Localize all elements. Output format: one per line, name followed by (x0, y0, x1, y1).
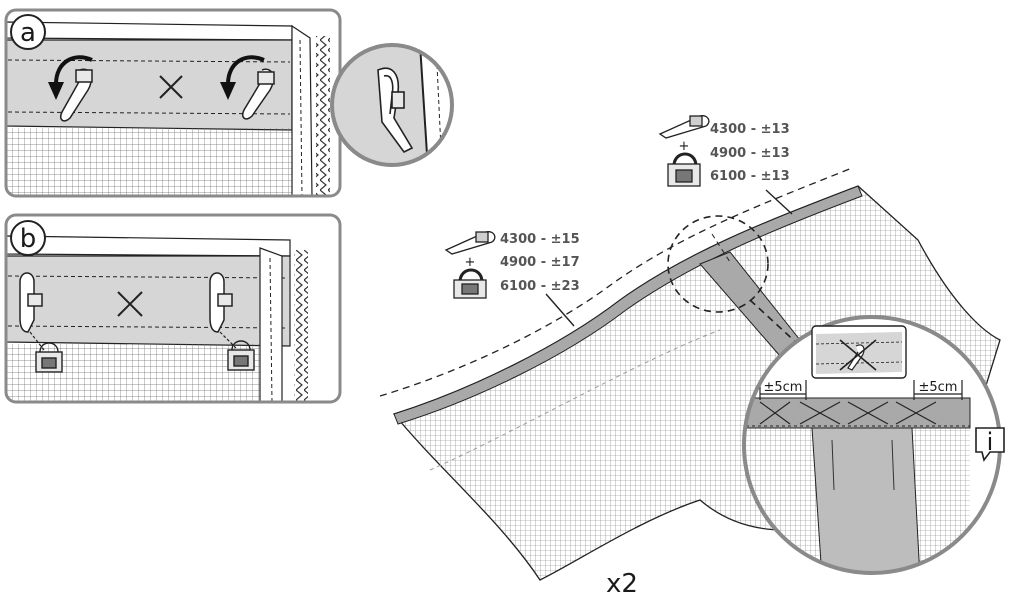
lock-clip-icon (227, 340, 255, 371)
x-mark (159, 75, 183, 99)
panel-b-label: b (20, 224, 37, 254)
legend-left: + 4300 - ±15 4900 - ±17 6100 - ±23 (444, 231, 580, 327)
detail-callout-circle (667, 215, 769, 313)
lock-clip-icon (35, 342, 63, 373)
x-mark (839, 339, 877, 371)
hook-icon (241, 68, 275, 120)
panel-a-label-badge (10, 14, 46, 50)
legend-right: + 4300 - ±13 4900 - ±13 6100 - ±13 (658, 115, 793, 215)
hook-icon (59, 68, 93, 122)
info-badge: i (975, 427, 1005, 462)
x-mark (117, 291, 143, 317)
panel-b: b (4, 213, 342, 404)
hook-icon (377, 67, 414, 154)
legend-right-row-2: 4900 - ±13 (710, 146, 790, 161)
panel-a-zoom (330, 43, 454, 167)
zoom-detail: ±5cm ±5cm (742, 315, 1002, 575)
hook-icon (209, 272, 233, 333)
hook-icon (19, 272, 43, 333)
no-hook-inset (811, 325, 907, 379)
panel-a-label: a (20, 18, 36, 48)
dimension-label-left: ±5cm (764, 380, 803, 395)
panel-a: a (4, 8, 342, 198)
leader-line (765, 189, 793, 215)
plus-sign: + (679, 139, 690, 154)
hook-part-icon (658, 115, 710, 139)
hook-part-icon (444, 231, 496, 255)
rotate-arrow-icon (226, 55, 265, 85)
legend-right-row-3: 6100 - ±13 (710, 169, 790, 184)
dimension-marker (759, 380, 963, 400)
lock-part-icon (667, 152, 701, 187)
panel-b-label-badge (10, 220, 46, 256)
leader-line (545, 293, 575, 327)
legend-left-row-2: 4900 - ±17 (500, 255, 580, 270)
legend-left-row-3: 6100 - ±23 (500, 279, 580, 294)
legend-left-row-1: 4300 - ±15 (500, 232, 580, 247)
legend-right-row-1: 4300 - ±13 (710, 122, 790, 137)
dimension-label-right: ±5cm (919, 380, 958, 395)
quantity-multiplier: x2 (606, 569, 638, 599)
rotate-arrow-icon (54, 55, 93, 85)
lock-part-icon (453, 268, 487, 299)
info-icon: i (987, 428, 994, 456)
plus-sign: + (465, 255, 476, 270)
